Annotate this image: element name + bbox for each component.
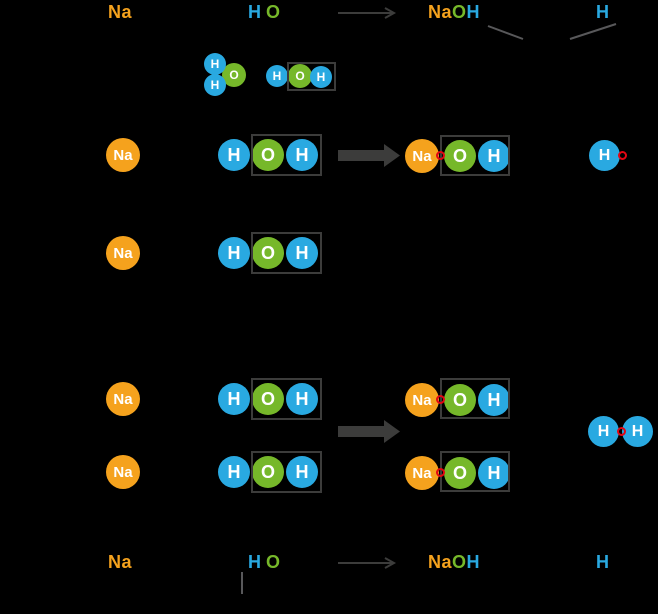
oxygen-atom: O bbox=[222, 63, 246, 87]
equation-naoh: NaOH bbox=[428, 552, 480, 573]
equation-sodium: Na bbox=[108, 552, 133, 572]
oxygen-atom: O bbox=[252, 139, 284, 171]
hydrogen-atom: H bbox=[218, 237, 250, 269]
hydrogen-atom: H bbox=[218, 456, 250, 488]
equation-naoh-o: O bbox=[452, 2, 467, 22]
hydrogen-atom: H bbox=[310, 66, 332, 88]
yields-arrow-icon bbox=[338, 557, 397, 569]
hydrogen-atom: H bbox=[478, 140, 510, 172]
reaction-arrow-icon bbox=[338, 144, 400, 167]
hydrogen-atom: H bbox=[286, 237, 318, 269]
hydrogen-atom: H bbox=[286, 456, 318, 488]
oh-group-box bbox=[251, 232, 322, 274]
sodium-atom: Na bbox=[405, 383, 439, 417]
oxygen-atom: O bbox=[288, 64, 312, 88]
equation-water-h: H bbox=[248, 552, 262, 572]
oxygen-atom: O bbox=[444, 457, 476, 489]
hydrogen-atom: H bbox=[589, 140, 620, 171]
oh-group-box bbox=[440, 378, 510, 419]
hydrogen-atom: H bbox=[266, 65, 288, 87]
hydrogen-atom: H bbox=[478, 384, 510, 416]
equation-water-o: O bbox=[266, 552, 281, 572]
equation-naoh-o: O bbox=[452, 552, 467, 572]
oh-group-box bbox=[440, 451, 510, 492]
electron-dot-icon bbox=[616, 427, 626, 436]
hydrogen-atom: H bbox=[588, 416, 619, 447]
callout-line bbox=[569, 23, 617, 40]
reaction-arrow-icon bbox=[338, 420, 400, 443]
oh-group-box bbox=[251, 378, 322, 420]
electron-dot-icon bbox=[435, 150, 445, 160]
oh-group-box bbox=[440, 135, 510, 176]
hydrogen-atom: H bbox=[286, 139, 318, 171]
oxygen-atom: O bbox=[252, 456, 284, 488]
sodium-atom: Na bbox=[106, 236, 140, 270]
sodium-atom: Na bbox=[106, 138, 140, 172]
oh-group-box bbox=[251, 134, 322, 176]
oh-group-box bbox=[287, 62, 336, 91]
callout-line bbox=[487, 25, 524, 40]
equation-water-h: H bbox=[248, 2, 262, 22]
oxygen-atom: O bbox=[252, 237, 284, 269]
yields-arrow-icon bbox=[338, 7, 397, 19]
electron-dot-icon bbox=[435, 394, 445, 404]
sodium-atom: Na bbox=[106, 455, 140, 489]
sodium-atom: Na bbox=[405, 456, 439, 490]
hydrogen-atom: H bbox=[478, 457, 510, 489]
hydrogen-atom: H bbox=[204, 53, 226, 75]
electron-dot-icon bbox=[617, 150, 627, 160]
equation-naoh-na: Na bbox=[428, 552, 453, 572]
equation-naoh-na: Na bbox=[428, 2, 453, 22]
equation-naoh-h: H bbox=[466, 552, 481, 572]
equation-naoh-h: H bbox=[466, 2, 481, 22]
equation-water-o: O bbox=[266, 2, 281, 22]
equation-hydrogen: H bbox=[596, 2, 610, 22]
hydrogen-atom: H bbox=[622, 416, 653, 447]
hydrogen-atom: H bbox=[218, 139, 250, 171]
electron-dot-icon bbox=[435, 467, 445, 477]
hydrogen-atom: H bbox=[286, 383, 318, 415]
oxygen-atom: O bbox=[444, 140, 476, 172]
equation-naoh: NaOH bbox=[428, 2, 480, 23]
equation-sodium: Na bbox=[108, 2, 133, 22]
hydrogen-atom: H bbox=[204, 74, 226, 96]
sodium-atom: Na bbox=[405, 139, 439, 173]
sodium-atom: Na bbox=[106, 382, 140, 416]
oh-group-box bbox=[251, 451, 322, 493]
oxygen-atom: O bbox=[444, 384, 476, 416]
oxygen-atom: O bbox=[252, 383, 284, 415]
hydrogen-atom: H bbox=[218, 383, 250, 415]
equation-hydrogen: H bbox=[596, 552, 610, 572]
